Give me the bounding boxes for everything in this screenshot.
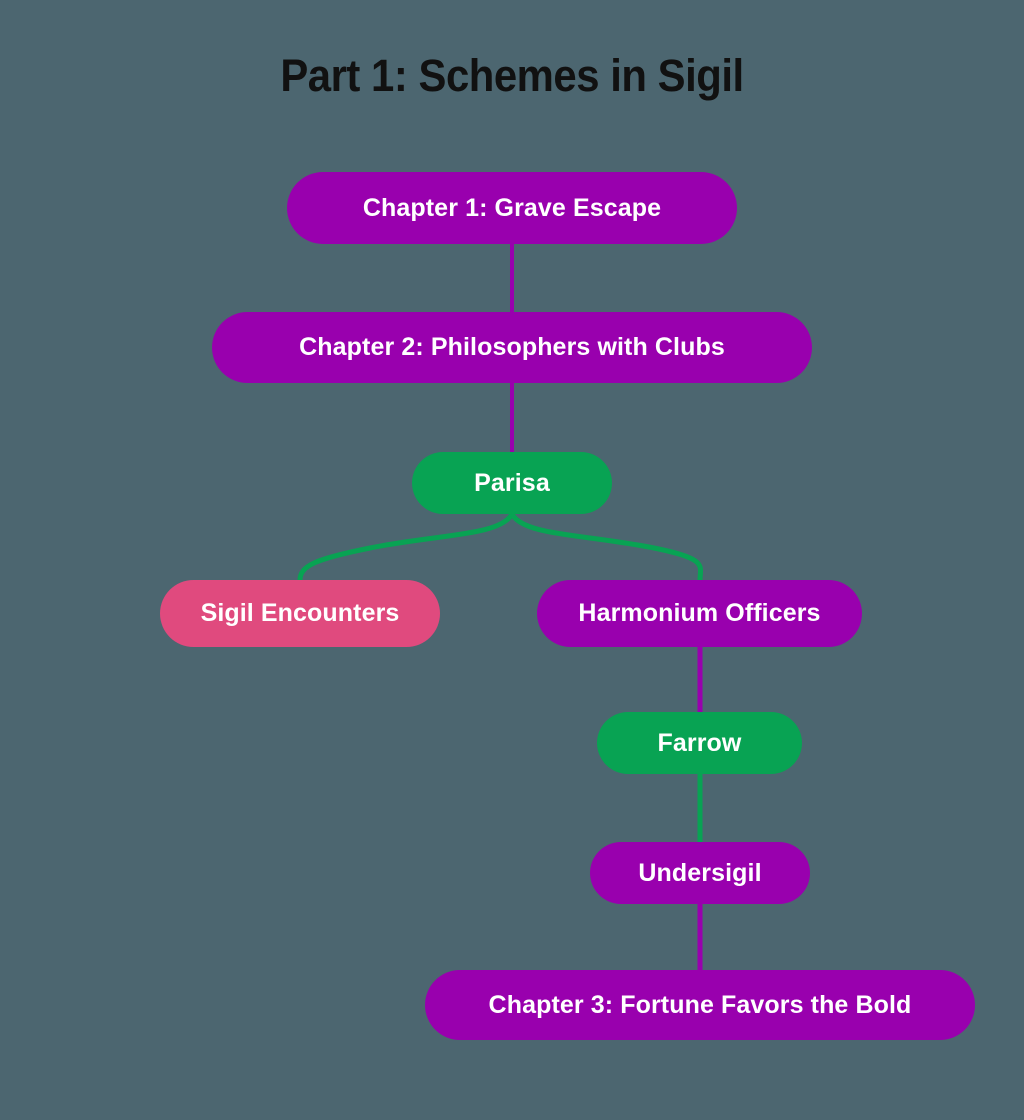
node-chapter-3[interactable]: Chapter 3: Fortune Favors the Bold — [425, 970, 975, 1040]
node-chapter-2-label: Chapter 2: Philosophers with Clubs — [299, 333, 725, 361]
page-title: Part 1: Schemes in Sigil — [280, 50, 744, 101]
node-farrow[interactable]: Farrow — [597, 712, 802, 774]
node-chapter-2[interactable]: Chapter 2: Philosophers with Clubs — [212, 312, 812, 383]
node-undersigil-label: Undersigil — [638, 858, 762, 887]
node-harmonium-officers-label: Harmonium Officers — [578, 599, 821, 627]
edge-parisa-to-harmonium-officers — [509, 512, 703, 581]
node-parisa[interactable]: Parisa — [412, 452, 612, 514]
node-parisa-label: Parisa — [474, 468, 550, 497]
node-undersigil[interactable]: Undersigil — [590, 842, 810, 904]
node-chapter-1-label: Chapter 1: Grave Escape — [362, 193, 662, 222]
node-sigil-encounters-label: Sigil Encounters — [200, 599, 400, 627]
node-chapter-3-label: Chapter 3: Fortune Favors the Bold — [488, 990, 912, 1019]
node-harmonium-officers[interactable]: Harmonium Officers — [537, 580, 862, 647]
node-sigil-encounters[interactable]: Sigil Encounters — [160, 580, 440, 647]
node-farrow-label: Farrow — [657, 728, 742, 757]
node-chapter-1[interactable]: Chapter 1: Grave Escape — [287, 172, 737, 244]
edge-parisa-to-sigil-encounters — [297, 512, 515, 581]
